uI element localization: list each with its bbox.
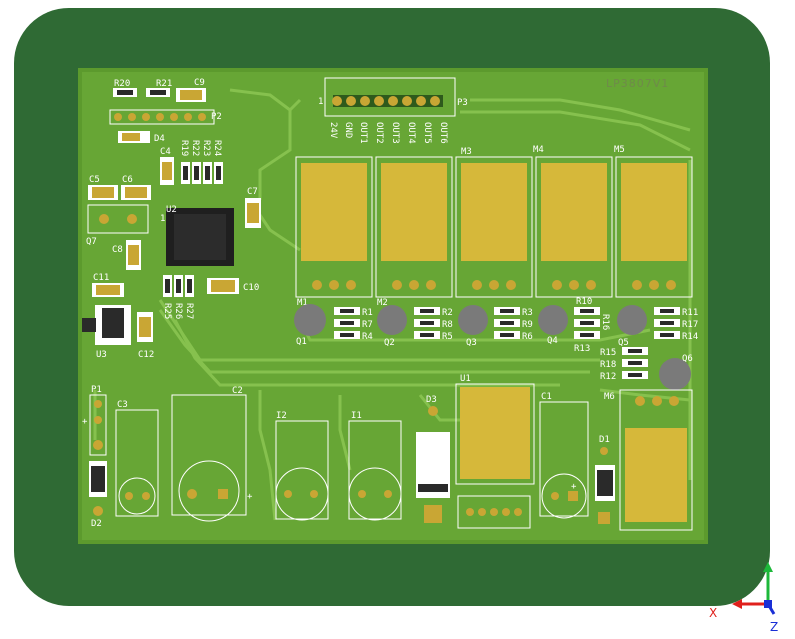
label-c2: C2 — [232, 386, 243, 396]
label-c6: C6 — [122, 175, 133, 185]
u1-module: U1 — [455, 374, 535, 529]
label-i2: I2 — [276, 411, 287, 421]
label-r18: R18 — [600, 360, 616, 370]
connector-p3: P3 1 24V GND OUT1 OUT2 OUT3 OUT4 OUT5 OU… — [318, 77, 468, 144]
label-r22: R22 — [190, 140, 200, 156]
label-q7: Q7 — [86, 237, 97, 247]
label-r26: R26 — [173, 303, 183, 319]
label-r19: R19 — [179, 140, 189, 156]
label-r25: R25 — [162, 303, 172, 319]
label-m4: M4 — [533, 145, 544, 155]
label-q1: Q1 — [296, 337, 307, 347]
label-u1: U1 — [460, 374, 471, 384]
label-r4: R4 — [362, 332, 373, 342]
label-c3: C3 — [117, 400, 128, 410]
label-r14: R14 — [682, 332, 698, 342]
p3-pin-out3: OUT3 — [390, 122, 400, 144]
label-p1: P1 — [91, 385, 102, 395]
label-r16: R16 — [600, 314, 610, 330]
label-m2: M2 — [377, 298, 388, 308]
board-title: LP3807V1 — [606, 77, 669, 90]
label-r3: R3 — [522, 308, 533, 318]
u2-mcu: U2 1 — [160, 205, 234, 266]
label-c8: C8 — [112, 245, 123, 255]
p3-pin1-label: 1 — [318, 97, 323, 107]
label-c4: C4 — [160, 147, 171, 157]
label-r13: R13 — [574, 344, 590, 354]
p3-pin-out5: OUT5 — [422, 122, 432, 144]
p3-pin-out2: OUT2 — [374, 122, 384, 144]
label-c9: C9 — [194, 78, 205, 88]
label-m5: M5 — [614, 145, 625, 155]
label-r6: R6 — [522, 332, 533, 342]
p3-pin-24v: 24V — [328, 122, 338, 139]
label-r1: R1 — [362, 308, 373, 318]
label-c2-plus: + — [247, 492, 253, 502]
label-r5: R5 — [442, 332, 453, 342]
label-c5: C5 — [89, 175, 100, 185]
label-c1: C1 — [541, 392, 552, 402]
label-u3: U3 — [96, 350, 107, 360]
top-left-parts: R20 R21 C9 P2 D4 C4 R19 R22 R23 R24 — [109, 78, 223, 185]
left-lower-parts: C11 C10 R25 R26 R27 U3 C12 — [82, 273, 259, 360]
p3-pin-out1: OUT1 — [358, 122, 368, 144]
label-r7: R7 — [362, 320, 373, 330]
label-r2: R2 — [442, 308, 453, 318]
label-r17: R17 — [682, 320, 698, 330]
relay-m6: M6 — [604, 389, 693, 531]
label-c11: C11 — [93, 273, 109, 283]
label-d4: D4 — [154, 134, 165, 144]
label-q6: Q6 — [682, 354, 693, 364]
label-m6: M6 — [604, 392, 615, 402]
label-r8: R8 — [442, 320, 453, 330]
axis-z-label: Z — [770, 620, 778, 634]
label-c7: C7 — [247, 187, 258, 197]
label-r9: R9 — [522, 320, 533, 330]
label-r24: R24 — [212, 140, 222, 156]
label-q3: Q3 — [466, 338, 477, 348]
label-r21: R21 — [156, 79, 172, 89]
driver-stage: Q1 Q2 Q3 Q4 Q5 Q6 R1 R7 R4 R2 R8 R5 R3 R… — [294, 297, 698, 390]
label-u2: U2 — [166, 205, 177, 215]
label-d1: D1 — [599, 435, 610, 445]
label-m3: M3 — [461, 147, 472, 157]
p3-pin-gnd: GND — [343, 122, 353, 138]
label-r11: R11 — [682, 308, 698, 318]
label-d3: D3 — [426, 395, 437, 405]
left-mid-parts: C5 C6 Q7 C8 C7 — [86, 175, 261, 270]
relays: M1 M2 M3 M4 M5 — [295, 145, 693, 308]
label-r15: R15 — [600, 348, 616, 358]
label-i1: I1 — [351, 411, 362, 421]
label-c10: C10 — [243, 283, 259, 293]
label-r12: R12 — [600, 372, 616, 382]
axes-gizmo[interactable]: X Z — [709, 562, 778, 634]
p3-pin-out6: OUT6 — [438, 122, 448, 144]
label-d2: D2 — [91, 519, 102, 529]
p3-pin-out4: OUT4 — [406, 122, 416, 144]
label-r10: R10 — [576, 297, 592, 307]
label-r23: R23 — [201, 140, 211, 156]
label-c12: C12 — [138, 350, 154, 360]
label-c1-plus: + — [571, 482, 577, 492]
label-r27: R27 — [184, 303, 194, 319]
label-q4: Q4 — [547, 336, 558, 346]
label-m1: M1 — [297, 298, 308, 308]
label-u2-pin1: 1 — [160, 214, 165, 224]
bottom-parts: P1 + D2 C3 C2 + I2 I1 D3 C1 + D1 — [82, 385, 615, 529]
label-p1-plus: + — [82, 417, 88, 427]
axis-x-label: X — [709, 606, 717, 620]
label-p2: P2 — [211, 112, 222, 122]
label-q5: Q5 — [618, 338, 629, 348]
label-r20: R20 — [114, 79, 130, 89]
p3-label: P3 — [457, 98, 468, 108]
label-q2: Q2 — [384, 338, 395, 348]
